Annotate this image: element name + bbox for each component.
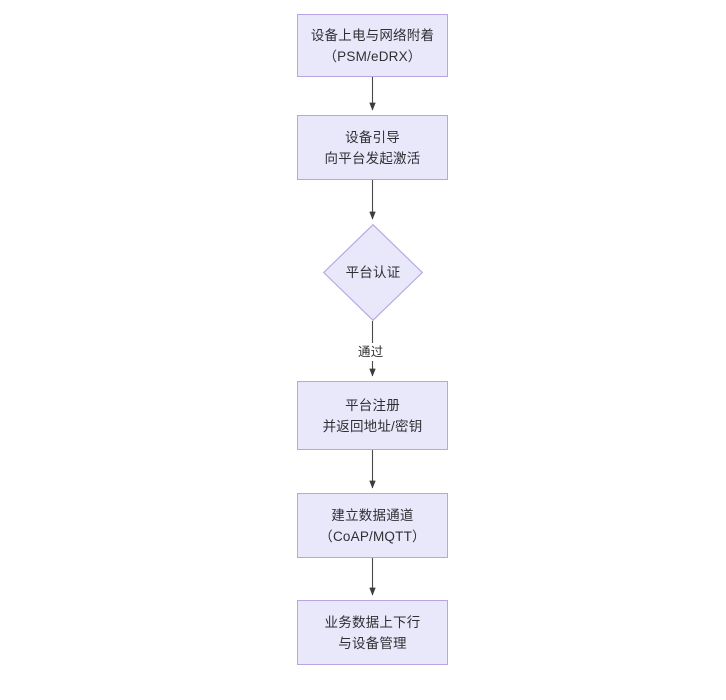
decision-label: 平台认证 — [323, 224, 423, 321]
node-business-data-and-device-management[interactable]: 业务数据上下行 与设备管理 — [297, 600, 448, 665]
node-establish-data-channel[interactable]: 建立数据通道 （CoAP/MQTT） — [297, 493, 448, 558]
node-device-bootstrap[interactable]: 设备引导 向平台发起激活 — [297, 115, 448, 180]
edge-label-pass: 通过 — [355, 343, 387, 361]
node-label-line-1: 建立数据通道 — [331, 507, 414, 523]
node-label-line-2: 向平台发起激活 — [324, 150, 421, 166]
node-platform-authentication[interactable]: 平台认证 — [323, 224, 423, 321]
diamond-shape — [323, 224, 423, 321]
node-label-line-2: （CoAP/MQTT） — [319, 528, 426, 544]
node-label-line-2: 与设备管理 — [338, 635, 407, 651]
node-label-line-1: 设备上电与网络附着 — [310, 27, 435, 43]
node-label-line-2: 并返回地址/密钥 — [322, 418, 423, 434]
node-label-line-2: （PSM/eDRX） — [323, 48, 422, 64]
node-label-line-1: 设备引导 — [345, 129, 400, 145]
decision-label-text: 平台认证 — [345, 265, 401, 280]
node-label-line-1: 业务数据上下行 — [324, 614, 421, 630]
node-platform-registration[interactable]: 平台注册 并返回地址/密钥 — [297, 381, 448, 450]
node-device-power-on[interactable]: 设备上电与网络附着 （PSM/eDRX） — [297, 14, 448, 77]
node-label-line-1: 平台注册 — [345, 397, 400, 413]
